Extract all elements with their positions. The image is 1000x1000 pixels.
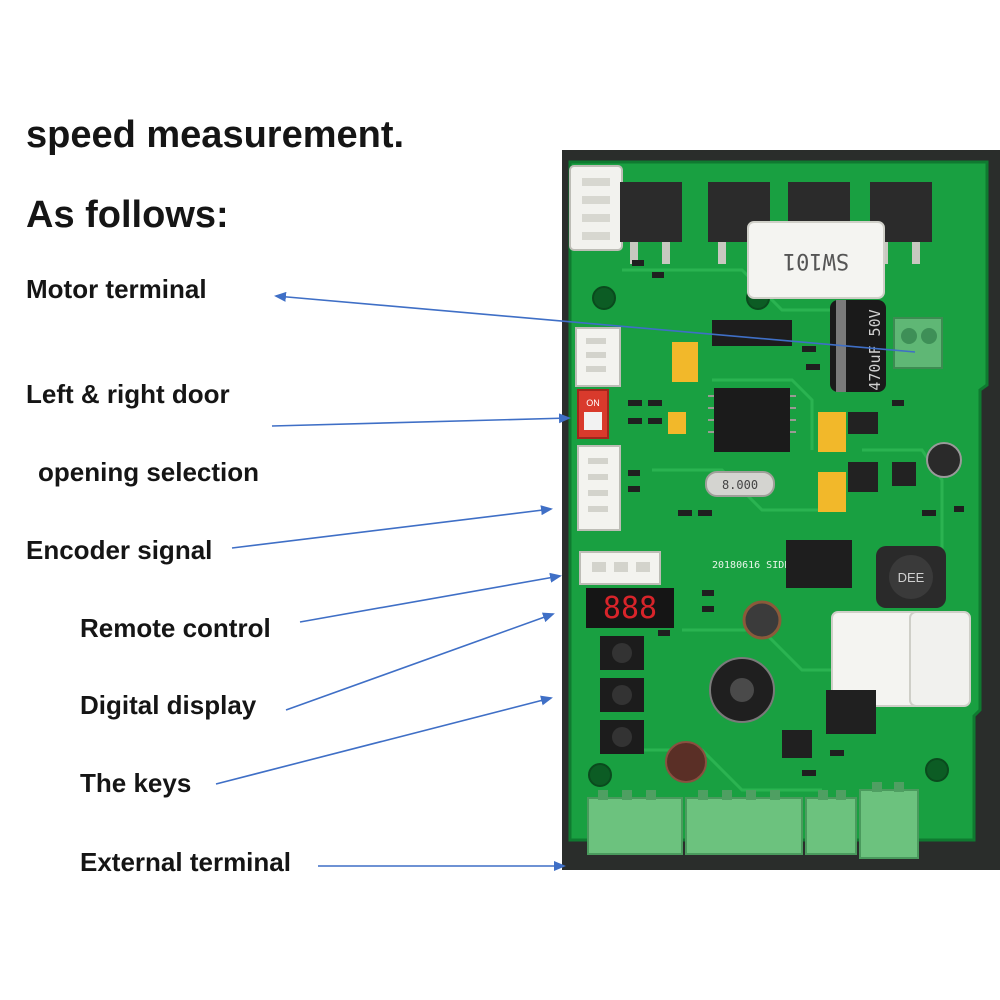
label-remote-control: Remote control — [80, 613, 271, 643]
top-white-connector — [569, 165, 623, 251]
arrow-remote-control — [299, 572, 562, 623]
arrow-digital-display — [285, 612, 555, 711]
label-external-terminal: External terminal — [80, 847, 291, 877]
crystal: 8.000 — [705, 471, 775, 497]
motor-terminal-block — [893, 317, 943, 369]
remote-connector — [579, 551, 661, 585]
label-door-selection-line2: opening selection — [38, 457, 260, 487]
inductor-marking: DEE — [898, 570, 925, 585]
label-door-selection-line1: Left & right door — [26, 379, 230, 409]
power-inductor: DEE — [876, 546, 946, 608]
resistor-marking: SW101 — [783, 248, 849, 273]
crystal-marking: 8.000 — [722, 478, 758, 492]
small-capacitor-right — [926, 442, 962, 478]
capacitor-marking: 470uF 50V — [866, 309, 884, 390]
uart-connector — [575, 327, 621, 387]
pcb-board-image: SW101 470uF 50V ON — [562, 150, 1000, 870]
board-marking: 20180616 SIDE DOOR R1.0 — [712, 560, 850, 571]
arrow-encoder-signal — [231, 505, 553, 549]
heading-as-follows: As follows: — [26, 194, 229, 236]
label-the-keys: The keys — [80, 768, 192, 798]
heading-speed-measurement: speed measurement. — [26, 114, 405, 156]
external-terminal-blocks — [587, 782, 919, 859]
encoder-connector — [577, 445, 621, 531]
voltage-regulator — [786, 540, 852, 588]
driver-ic — [712, 320, 792, 346]
label-digital-display: Digital display — [80, 690, 257, 720]
display-digits: 888 — [603, 591, 657, 626]
label-motor-terminal: Motor terminal — [26, 274, 207, 304]
power-resistor: SW101 — [747, 221, 885, 299]
key-buttons — [600, 636, 644, 754]
dip-switch: ON — [577, 389, 609, 439]
arrow-door-selection — [271, 413, 571, 427]
capacitor-470uf: 470uF 50V — [830, 300, 886, 392]
arrow-the-keys — [215, 695, 553, 785]
label-encoder-signal: Encoder signal — [26, 535, 213, 565]
microcontroller — [708, 388, 796, 452]
digital-display-module: 888 — [586, 588, 674, 628]
switch-marking: ON — [586, 398, 600, 408]
